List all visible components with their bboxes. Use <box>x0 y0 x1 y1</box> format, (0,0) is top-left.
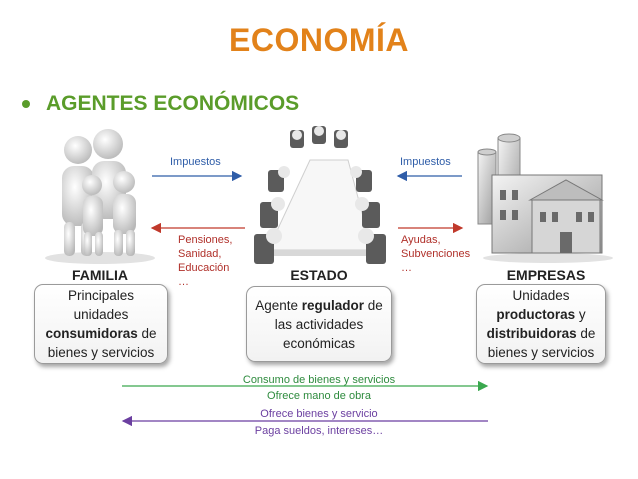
consumo-label: Consumo de bienes y servicios <box>242 374 396 386</box>
familia-label: FAMILIA <box>72 267 128 283</box>
impuestos-right-label: Impuestos <box>400 156 451 168</box>
familia-box: Principales unidades consumidoras de bie… <box>34 284 168 364</box>
paga-label: Paga sueldos, intereses… <box>254 425 384 437</box>
ofrece-bienes-label: Ofrece bienes y servicio <box>260 408 378 420</box>
subtitle: AGENTES ECONÓMICOS <box>22 92 299 116</box>
empresas-box: Unidades productoras y distribuidoras de… <box>476 284 606 364</box>
impuestos-left-label: Impuestos <box>170 156 221 168</box>
bullet-icon <box>22 100 30 108</box>
empresas-label: EMPRESAS <box>506 267 586 283</box>
estado-box: Agente regulador de las actividades econ… <box>246 286 392 362</box>
pensiones-label: Pensiones, Sanidad, Educación … <box>178 234 233 288</box>
subtitle-text: AGENTES ECONÓMICOS <box>46 92 300 115</box>
meeting-table-icon <box>254 126 386 264</box>
mano-obra-label: Ofrece mano de obra <box>267 390 371 402</box>
ayudas-label: Ayudas, Subvenciones … <box>401 234 471 274</box>
family-icon <box>45 129 155 264</box>
estado-label: ESTADO <box>290 267 348 283</box>
page-title: ECONOMÍA <box>229 22 409 58</box>
factory-icon <box>477 133 613 263</box>
